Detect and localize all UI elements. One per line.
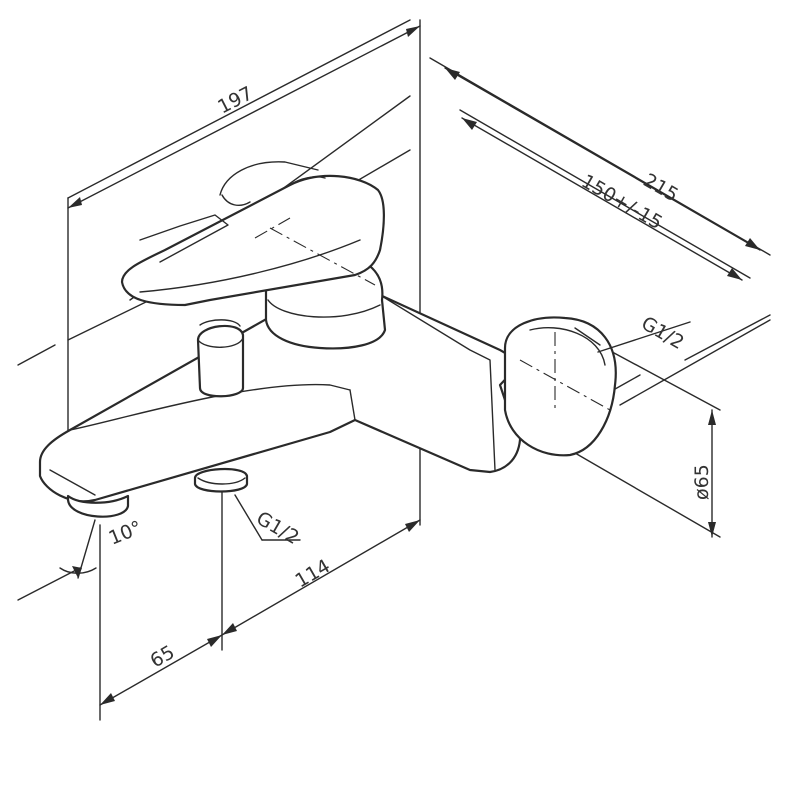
wall-flange	[503, 316, 617, 457]
lever-handle	[120, 174, 385, 307]
thread-outlet-label: G1/2	[253, 507, 303, 549]
dim-114-label: 114	[292, 555, 334, 592]
dim-65-label: 65	[147, 641, 179, 672]
flange-diameter-label: ø65	[691, 464, 713, 500]
extension-lines	[67, 19, 771, 721]
diverter-knob	[196, 324, 245, 398]
spout-angle-label: 10°	[106, 517, 145, 550]
dimension-lines	[59, 25, 761, 706]
centre-lines	[254, 217, 611, 411]
bottom-outlet	[193, 467, 249, 493]
thread-inlet-label: G1/2	[638, 312, 688, 354]
faucet-body	[38, 161, 617, 518]
aerator	[66, 494, 130, 518]
